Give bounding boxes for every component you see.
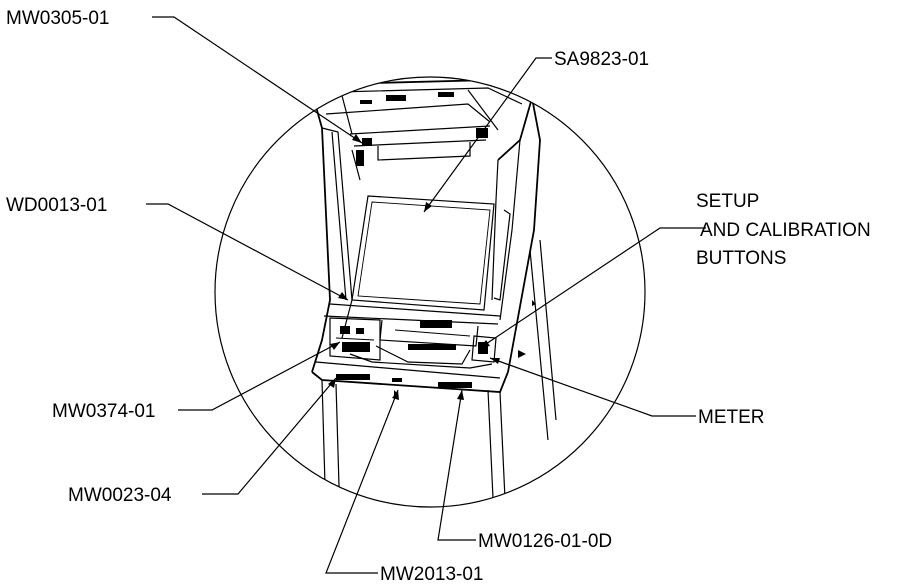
label-mw2013-01: MW2013-01 bbox=[380, 564, 484, 585]
callout-labels: MW0305-01 SA9823-01 WD0013-01 SETUP AND … bbox=[6, 8, 871, 585]
cabinet-drawing bbox=[311, 79, 557, 507]
label-setup-line1: SETUP bbox=[696, 191, 759, 212]
label-setup-line2: AND CALIBRATION bbox=[700, 220, 871, 241]
label-mw0023-04: MW0023-04 bbox=[68, 485, 172, 506]
leader-lines bbox=[146, 16, 706, 574]
label-meter: METER bbox=[698, 407, 765, 428]
label-setup-line3: BUTTONS bbox=[696, 248, 786, 269]
detail-circle bbox=[214, 76, 646, 508]
label-mw0126-01-0d: MW0126-01-0D bbox=[478, 531, 612, 552]
label-sa9823-01: SA9823-01 bbox=[554, 49, 649, 70]
label-mw0305-01: MW0305-01 bbox=[6, 8, 110, 29]
label-wd0013-01: WD0013-01 bbox=[6, 195, 107, 216]
label-mw0374-01: MW0374-01 bbox=[52, 401, 156, 422]
